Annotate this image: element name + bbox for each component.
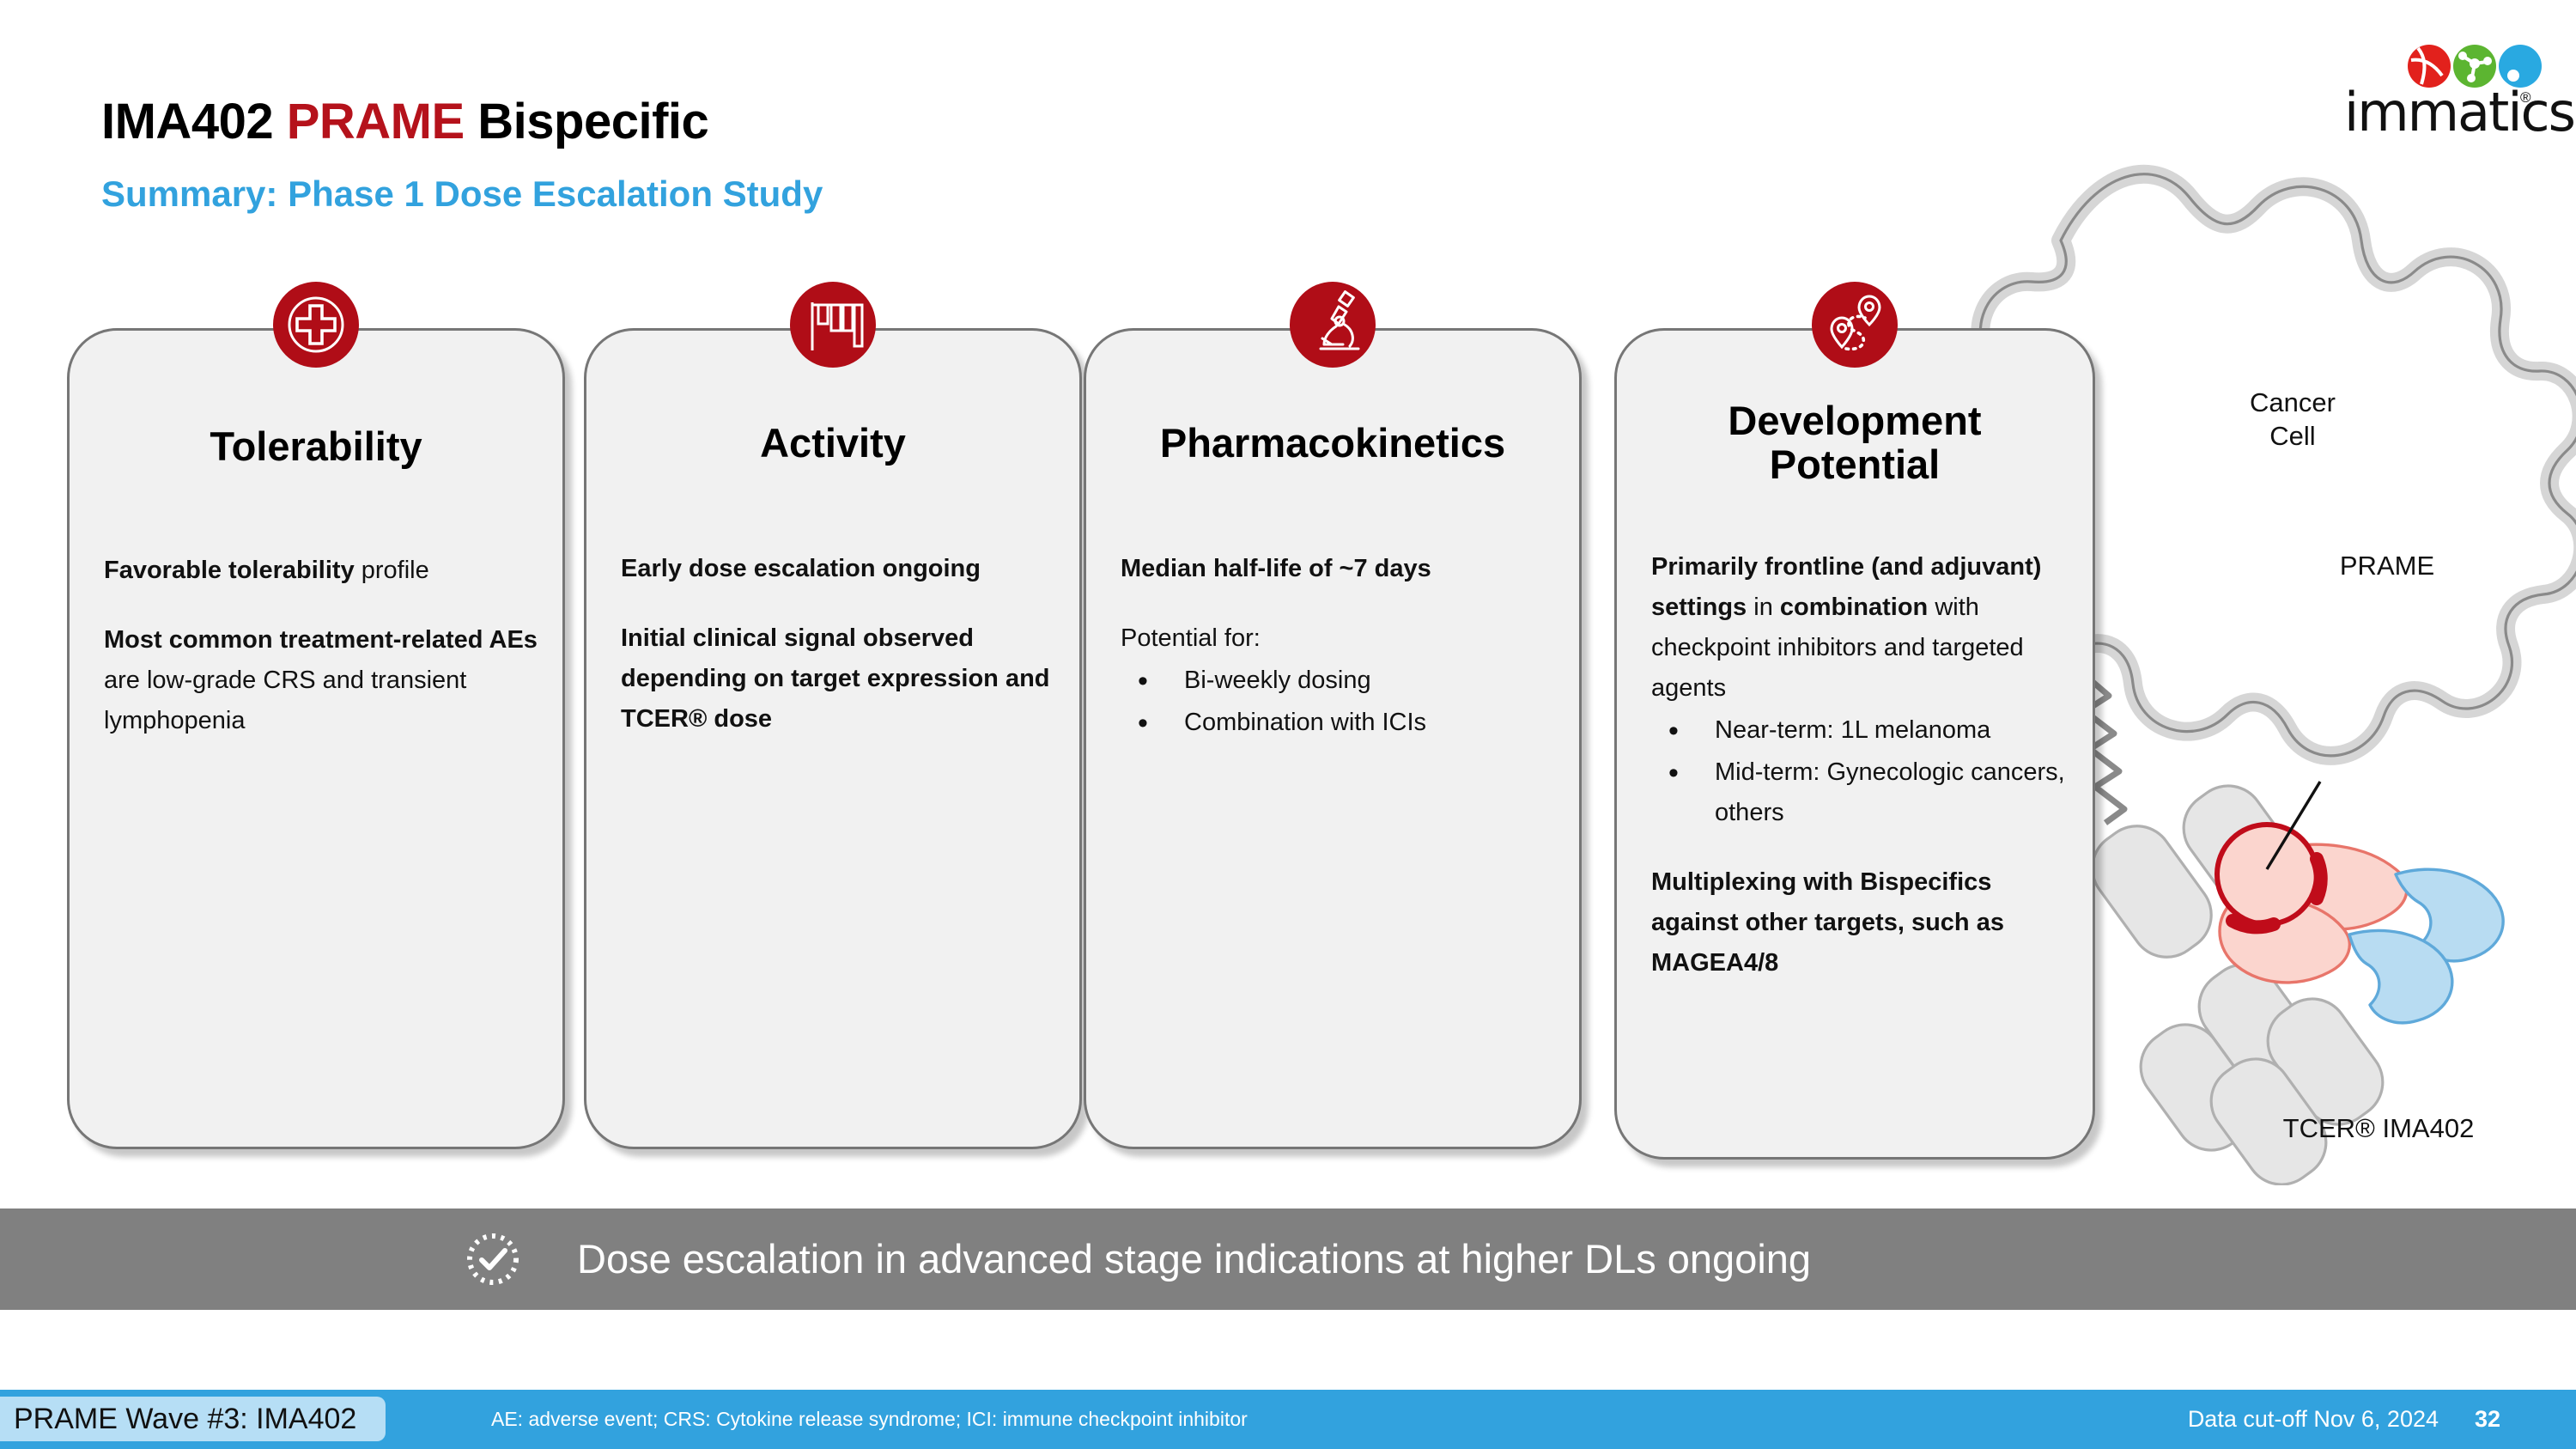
pk-point-1: Median half-life of ~7 days <box>1121 549 1560 589</box>
footer-data-cutoff: Data cut-off Nov 6, 2024 <box>2187 1406 2439 1432</box>
tolerability-point-2-rest: are low-grade CRS and transient lymphope… <box>104 666 467 734</box>
prame-label: PRAME <box>2339 551 2435 581</box>
footer-abbreviations: AE: adverse event; CRS: Cytokine release… <box>491 1408 1248 1430</box>
status-banner: Dose escalation in advanced stage indica… <box>0 1209 2576 1310</box>
footer-bar: PRAME Wave #3: IMA402 AE: adverse event;… <box>0 1390 2576 1449</box>
devpot-point-2-bold: Multiplexing with Bispecifics against ot… <box>1651 868 2004 977</box>
microscope-icon <box>1290 282 1376 368</box>
devpot-point-1-rest: with checkpoint inhibitors and targeted … <box>1651 593 2024 702</box>
logo-dots <box>2408 45 2545 93</box>
logo-dot-blue-icon <box>2499 45 2542 88</box>
activity-point-2: Initial clinical signal observed dependi… <box>621 618 1060 740</box>
cancer-cell-label-line2: Cell <box>2269 420 2316 451</box>
activity-point-1-bold: Early dose escalation ongoing <box>621 555 981 582</box>
card-title-line2: Potential <box>1769 441 1941 487</box>
title-accent: PRAME <box>286 94 465 149</box>
title-prefix: IMA402 <box>101 94 287 149</box>
card-title-activity: Activity <box>760 420 906 466</box>
card-title-line1: Development <box>1728 398 1982 443</box>
card-title-development-potential: Development Potential <box>1617 399 2093 487</box>
footer-section-tag: PRAME Wave #3: IMA402 <box>0 1397 386 1441</box>
tolerability-point-2: Most common treatment-related AEs are lo… <box>104 620 542 741</box>
check-circle-dashed-icon <box>464 1230 522 1288</box>
card-body-pharmacokinetics: Median half-life of ~7 days Potential fo… <box>1121 549 1560 747</box>
page-subtitle: Summary: Phase 1 Dose Escalation Study <box>101 174 823 214</box>
footer-page-number: 32 <box>2474 1406 2500 1432</box>
list-item: Mid-term: Gynecologic cancers, others <box>1651 750 2075 833</box>
immatics-logo: immatics ® <box>2344 45 2576 143</box>
devpot-point-2: Multiplexing with Bispecifics against ot… <box>1651 862 2075 983</box>
card-activity: Activity Early dose escalation ongoing I… <box>584 328 1082 1149</box>
cancer-cell-label-line1: Cancer <box>2250 387 2336 417</box>
card-title-tolerability: Tolerability <box>210 423 422 469</box>
logo-dot-green-icon <box>2453 45 2496 88</box>
cancer-cell-label: Cancer Cell <box>2207 387 2379 454</box>
activity-point-2-bold: Initial clinical signal observed dependi… <box>621 624 1050 733</box>
card-body-activity: Early dose escalation ongoing Initial cl… <box>621 549 1060 740</box>
list-item: Bi-weekly dosing <box>1121 658 1560 705</box>
activity-point-1: Early dose escalation ongoing <box>621 549 1060 589</box>
card-pharmacokinetics: Pharmacokinetics Median half-life of ~7 … <box>1084 328 1582 1149</box>
devpot-point-1-bold-a: Primarily frontline (and adjuvant) setti… <box>1651 553 2042 621</box>
status-banner-text: Dose escalation in advanced stage indica… <box>577 1236 1812 1282</box>
title-suffix: Bispecific <box>464 94 709 149</box>
waterfall-plot-icon <box>790 282 876 368</box>
card-body-development-potential: Primarily frontline (and adjuvant) setti… <box>1651 547 2075 983</box>
pk-bullet-list: Bi-weekly dosing Combination with ICIs <box>1121 658 1560 747</box>
tolerability-point-1: Favorable tolerability profile <box>104 551 542 591</box>
devpot-point-1-bold-b: combination <box>1779 593 1929 621</box>
pk-point-1-bold: Median half-life of ~7 days <box>1121 555 1431 582</box>
card-body-tolerability: Favorable tolerability profile Most comm… <box>104 551 542 741</box>
route-pins-icon <box>1812 282 1898 368</box>
devpot-point-1-mid: in <box>1747 593 1780 621</box>
pk-lead-in: Potential for: <box>1121 624 1261 652</box>
logo-wordmark: immatics <box>2344 81 2576 143</box>
medical-cross-icon <box>273 282 359 368</box>
tcer-ima402-label: TCER® IMA402 <box>2282 1113 2475 1143</box>
logo-registered-mark: ® <box>2520 89 2531 106</box>
devpot-point-1: Primarily frontline (and adjuvant) setti… <box>1651 547 2075 709</box>
card-development-potential: Development Potential Primarily frontlin… <box>1614 328 2095 1160</box>
devpot-bullet-list: Near-term: 1L melanoma Mid-term: Gynecol… <box>1651 708 2075 833</box>
card-title-pharmacokinetics: Pharmacokinetics <box>1159 420 1506 466</box>
list-item: Near-term: 1L melanoma <box>1651 708 2075 755</box>
tolerability-point-1-rest: profile <box>354 557 429 584</box>
page-title: IMA402 PRAME Bispecific <box>101 93 709 150</box>
logo-dot-red-icon <box>2408 45 2451 88</box>
list-item: Combination with ICIs <box>1121 700 1560 747</box>
tolerability-point-2-bold: Most common treatment-related AEs <box>104 625 538 654</box>
tolerability-point-1-bold: Favorable tolerability <box>104 557 355 584</box>
card-tolerability: Tolerability Favorable tolerability prof… <box>67 328 565 1149</box>
